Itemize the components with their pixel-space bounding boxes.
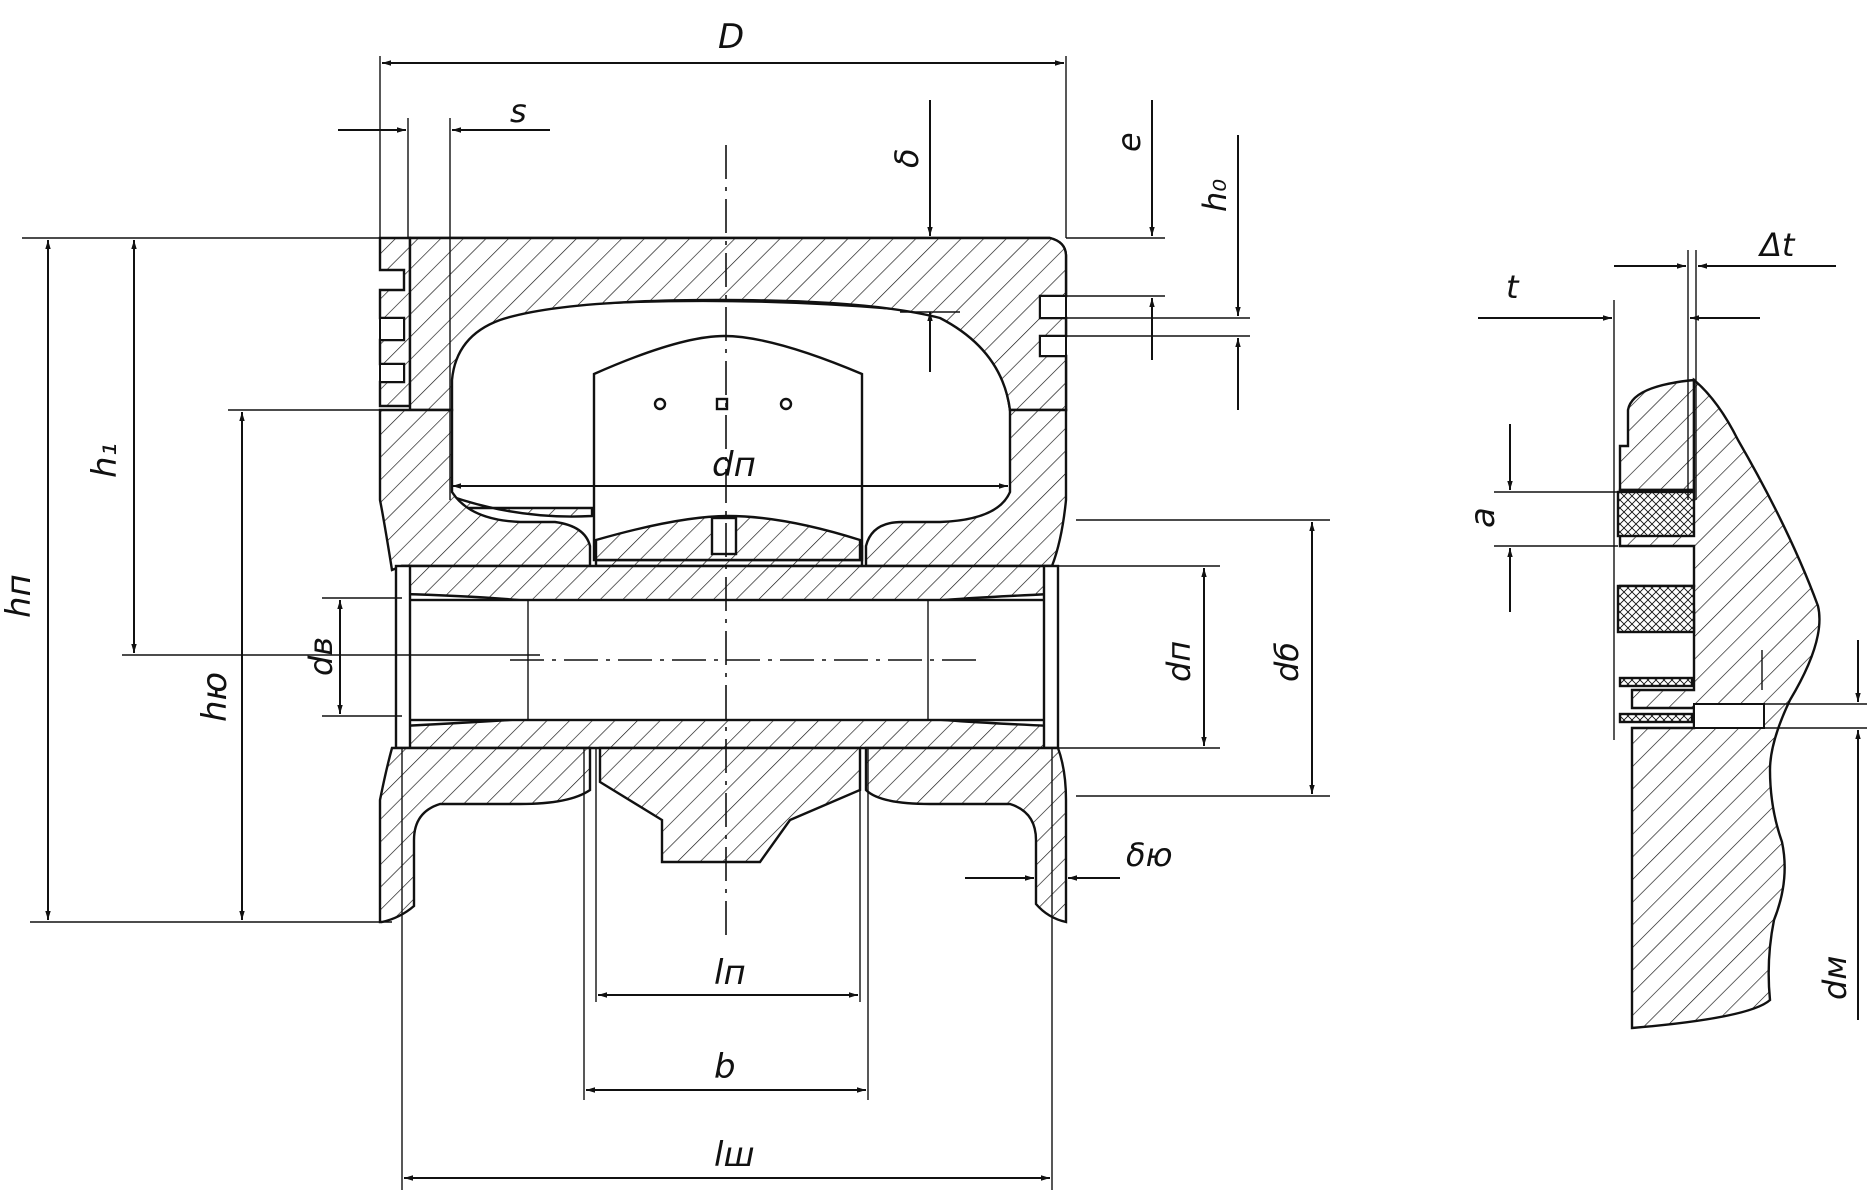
ring-detail: t Δt a dм bbox=[1463, 226, 1867, 1030]
label-delta: δ bbox=[888, 148, 926, 168]
compression-ring-2 bbox=[1616, 584, 1696, 634]
label-e: e bbox=[1110, 132, 1148, 152]
label-delta-skirt: δю bbox=[1126, 836, 1173, 874]
skirt-left bbox=[378, 746, 592, 924]
chamber-box bbox=[592, 334, 864, 562]
label-dvn: dв bbox=[302, 637, 340, 676]
right-wall-upper bbox=[864, 408, 1068, 568]
skirt-right bbox=[864, 746, 1068, 924]
label-t: t bbox=[1506, 268, 1520, 306]
ring-detail-wall bbox=[1618, 378, 1696, 492]
label-hp: hп bbox=[0, 574, 39, 618]
label-d-pin: dп bbox=[1160, 641, 1198, 682]
left-wall-upper bbox=[378, 408, 592, 572]
label-delta-t: Δt bbox=[1757, 226, 1796, 264]
label-h0: h₀ bbox=[1196, 179, 1234, 212]
pin-boss-lower bbox=[598, 746, 862, 864]
circlip-right bbox=[1042, 564, 1060, 750]
label-d-inner: dп bbox=[712, 445, 756, 485]
dot-center bbox=[715, 397, 729, 411]
compression-ring-1 bbox=[1616, 490, 1696, 538]
dot-left bbox=[653, 397, 667, 411]
label-lp: lп bbox=[714, 953, 746, 993]
label-lsh: lш bbox=[714, 1135, 755, 1175]
label-a: a bbox=[1463, 507, 1503, 528]
oil-ring-upper bbox=[1618, 676, 1694, 688]
oil-ring-lower bbox=[1618, 712, 1694, 724]
dimensions-main: D s δ e h₀ hп h₁ bbox=[0, 17, 1330, 1190]
label-d-boss: dб bbox=[1268, 642, 1306, 682]
oil-drain-channel bbox=[1693, 703, 1765, 729]
label-h1: h₁ bbox=[85, 443, 125, 478]
circlip-left bbox=[394, 564, 412, 750]
piston-pin-upper bbox=[400, 564, 1054, 604]
label-D: D bbox=[718, 17, 744, 57]
label-hyu: hю bbox=[195, 672, 235, 722]
chamber-pin-slot bbox=[710, 516, 738, 556]
dot-right bbox=[779, 397, 793, 411]
label-dm: dм bbox=[1816, 956, 1854, 1000]
piston-section bbox=[378, 145, 1068, 935]
label-s: s bbox=[510, 92, 527, 130]
piston-pin-lower bbox=[400, 716, 1054, 750]
label-b: b bbox=[714, 1047, 736, 1087]
